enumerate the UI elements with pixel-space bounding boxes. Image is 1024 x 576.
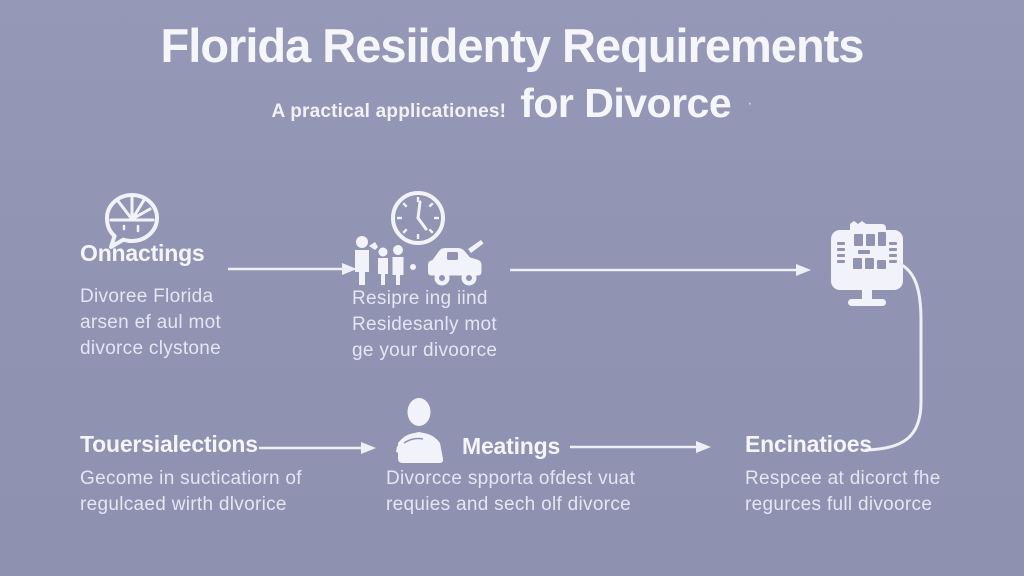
step-body-encinatioes: Respcee at dicorct fhe regurces full div… xyxy=(745,466,941,518)
step-heading-touersialections: Touersialections xyxy=(80,431,258,457)
step-body-touersialections: Gecome in sucticatiorn of regulcaed wirt… xyxy=(80,466,302,518)
arrow-right-3 xyxy=(257,440,377,456)
body-line: arsen ef aul mot xyxy=(80,312,222,333)
body-line: divorce clystone xyxy=(80,338,222,359)
arrow-right-2 xyxy=(508,262,812,278)
page-title: Florida Resiidenty Requirements xyxy=(160,19,865,72)
step-heading-meatings: Meatings xyxy=(462,433,561,459)
step-body-onnactings: Divoree Florida arsen ef aul mot divorce… xyxy=(80,284,221,362)
subtitle-large-text: for Divorce xyxy=(520,80,732,126)
body-line: Gecome in sucticatiorn of xyxy=(80,468,302,489)
step-body-meatings: Divorcce spporta ofdest vuat requies and… xyxy=(386,466,635,518)
computer-calendar-icon xyxy=(826,218,908,308)
body-line: Resipre ing iind xyxy=(352,288,488,309)
clock-icon xyxy=(389,189,447,247)
body-line: Residesanly mot xyxy=(352,314,497,335)
step-heading-encinatioes: Encinatioes xyxy=(745,431,872,457)
family-car-icon xyxy=(352,234,486,288)
body-line: Divoree Florida xyxy=(80,286,214,307)
body-line: ge your divoorce xyxy=(352,340,498,361)
arrow-right-4 xyxy=(568,439,712,455)
body-line: Divorcce spporta ofdest vuat xyxy=(386,468,636,489)
step-body-residency: Resipre ing iind Residesanly mot ge your… xyxy=(352,286,497,364)
page-subtitle: A practical applicationes! for Divorce · xyxy=(0,80,1024,127)
body-line: regulcaed wirth dlvorice xyxy=(80,494,287,515)
body-line: Respcee at dicorct fhe xyxy=(745,468,941,489)
chat-bubble-gauge-icon xyxy=(98,190,166,254)
subtitle-small-text: A practical applicationes! xyxy=(271,101,507,122)
step-heading-onnactings: Onnactings xyxy=(80,240,205,266)
subtitle-dot: · xyxy=(747,94,753,112)
arrow-right-1 xyxy=(226,261,358,277)
body-line: requies and sech olf divorce xyxy=(386,494,631,515)
person-crossed-arms-icon xyxy=(392,397,450,467)
body-line: regurces full divoorce xyxy=(745,494,933,515)
